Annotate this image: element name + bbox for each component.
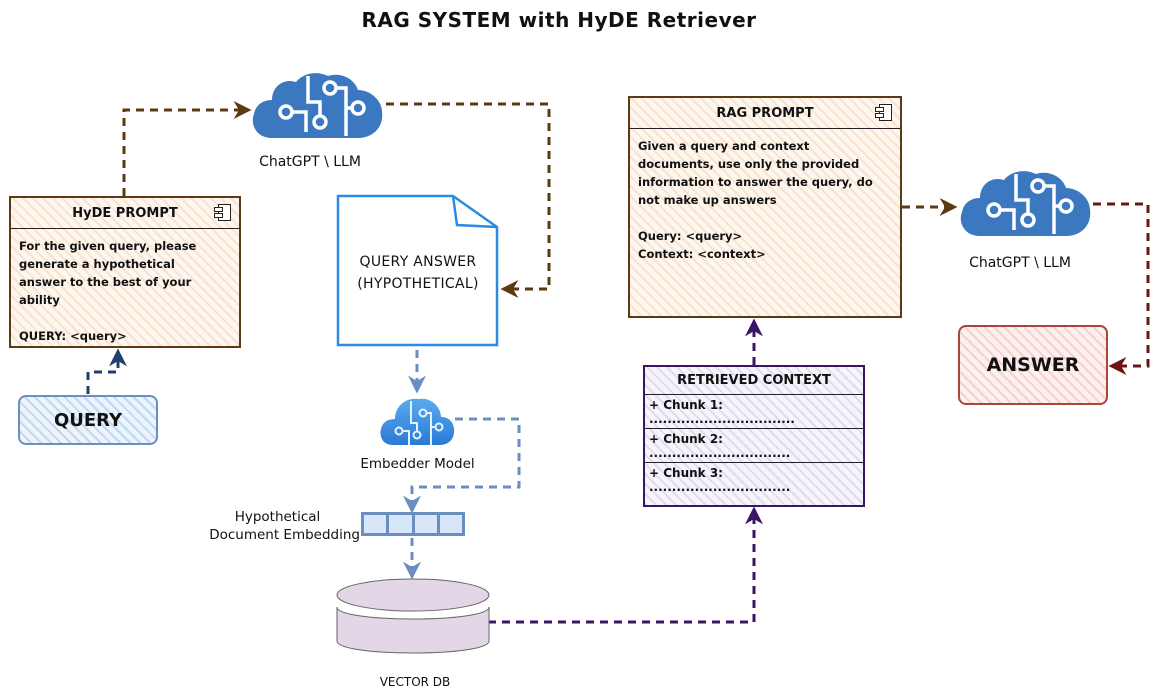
vector-cell: [414, 515, 437, 533]
hyde-prompt-body: For the given query, please generate a h…: [11, 229, 239, 353]
brain-circuit-cloud-icon: [252, 73, 383, 138]
answer-label: ANSWER: [986, 354, 1080, 376]
retrieved-context-card: RETRIEVED CONTEXT + Chunk 1: ...........…: [643, 365, 865, 507]
hyde-prompt-line: generate a hypothetical: [19, 257, 175, 271]
hyde-prompt-line: For the given query, please: [19, 239, 197, 253]
chunk-row: + Chunk 3: .............................…: [649, 465, 791, 494]
component-icon: [214, 204, 231, 221]
embedding-label: Hypothetical Document Embedding: [195, 508, 360, 544]
embedder-label: Embedder Model: [360, 456, 475, 472]
llm-2-label: ChatGPT \ LLM: [969, 255, 1071, 271]
rag-prompt-line: information to answer the query, do: [638, 175, 873, 189]
answer-node: ANSWER: [958, 325, 1108, 405]
query-answer-line2: (HYPOTHETICAL): [357, 276, 479, 292]
vector-cell: [439, 515, 462, 533]
edge-query-to-hyde: [86, 348, 127, 394]
circuit-cloud-icon: [380, 398, 455, 445]
hyde-prompt-spacer: [19, 309, 231, 327]
hyde-prompt-line: answer to the best of your: [19, 275, 192, 289]
component-icon: [875, 104, 892, 121]
chunk-row: + Chunk 2: .............................…: [645, 429, 863, 463]
embedding-label-line1: Hypothetical: [234, 509, 321, 525]
database-icon: [336, 578, 490, 654]
diagram-title: RAG SYSTEM with HyDE Retriever: [361, 8, 757, 32]
hyde-prompt-line: QUERY: <query>: [19, 329, 127, 343]
hyde-prompt-header: HyDE PROMPT: [11, 198, 239, 229]
rag-prompt-line: not make up answers: [638, 193, 777, 207]
rag-prompt-spacer: [638, 209, 892, 227]
hyde-prompt-line: ability: [19, 293, 60, 307]
edge-vectordb-to-context: [488, 506, 763, 624]
rag-prompt-body: Given a query and context documents, use…: [630, 129, 900, 271]
hyde-prompt-title: HyDE PROMPT: [72, 205, 178, 221]
embedding-label-line2: Document Embedding: [209, 527, 360, 543]
query-answer-text: QUERY ANSWER (HYPOTHETICAL): [338, 251, 498, 295]
rag-prompt-line: Given a query and context: [638, 139, 810, 153]
query-node: QUERY: [18, 395, 158, 445]
hyde-prompt-card: HyDE PROMPT For the given query, please …: [9, 196, 241, 348]
retrieved-context-title: RETRIEVED CONTEXT: [645, 367, 863, 395]
llm-1-label: ChatGPT \ LLM: [259, 154, 361, 170]
chunk-row: + Chunk 1: .............................…: [645, 395, 863, 429]
edge-hyde-to-llm1: [122, 101, 252, 196]
query-answer-line1: QUERY ANSWER: [359, 254, 477, 270]
rag-prompt-line: documents, use only the provided: [638, 157, 860, 171]
rag-prompt-card: RAG PROMPT Given a query and context doc…: [628, 96, 902, 318]
vector-cell: [389, 515, 412, 533]
rag-prompt-title: RAG PROMPT: [716, 105, 814, 121]
document-icon: [336, 194, 499, 347]
vector-icon: [361, 512, 465, 536]
vector-cell: [364, 515, 387, 533]
rag-prompt-header: RAG PROMPT: [630, 98, 900, 129]
rag-prompt-line: Context: <context>: [638, 247, 766, 261]
rag-prompt-line: Query: <query>: [638, 229, 743, 243]
query-label: QUERY: [53, 409, 123, 431]
brain-circuit-cloud-icon: [960, 171, 1091, 236]
vector-db-label: VECTOR DB: [379, 675, 451, 689]
